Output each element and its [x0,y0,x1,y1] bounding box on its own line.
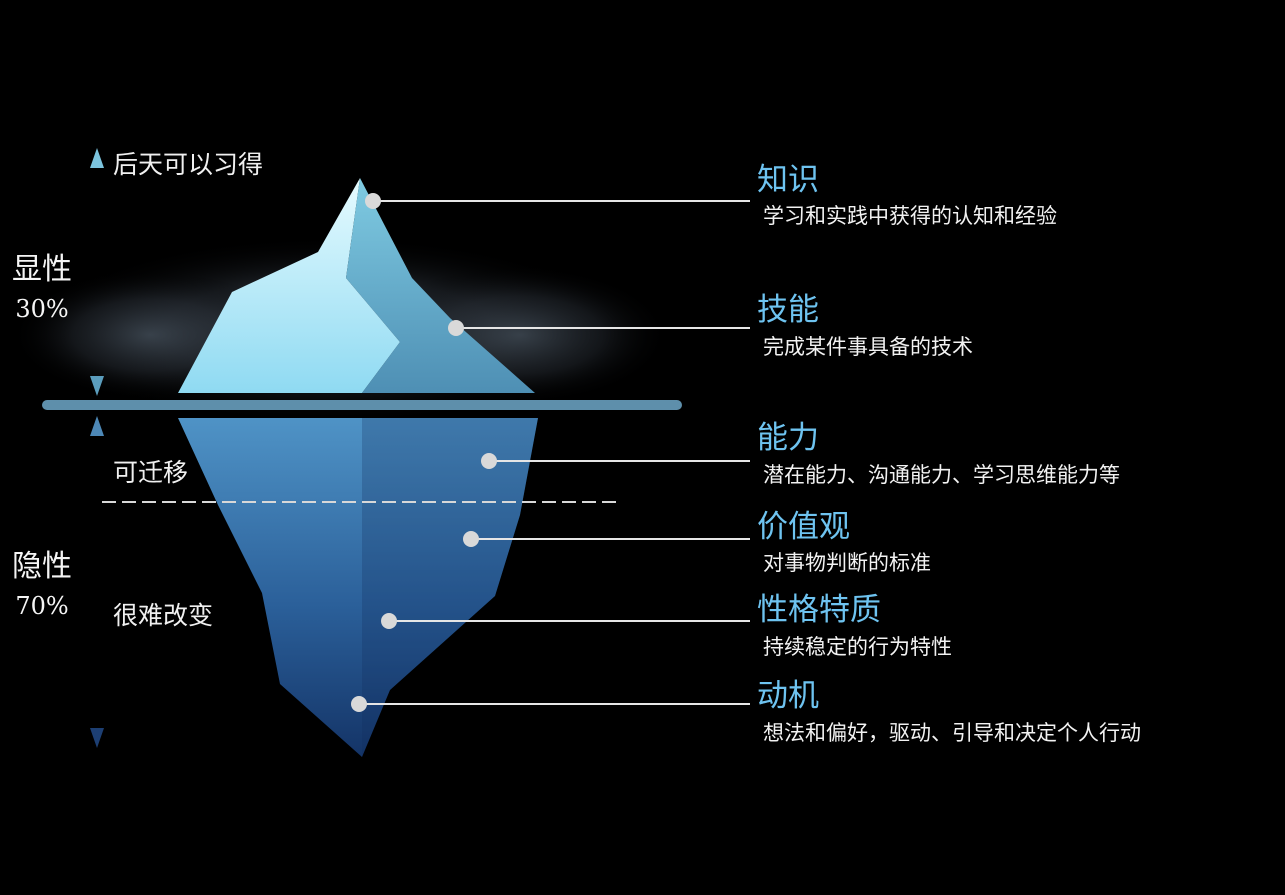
explicit-label: 显性 [12,252,72,287]
layer-title-knowledge: 知识 [757,162,819,198]
layer-desc-personality: 持续稳定的行为特性 [763,635,952,659]
implicit-label: 隐性 [12,549,72,584]
arrow-up-icon [90,148,104,168]
transferable-note: 可迁移 [113,458,189,487]
layer-title-motivation: 动机 [757,678,819,714]
layer-desc-skill: 完成某件事具备的技术 [763,335,973,359]
layer-desc-knowledge: 学习和实践中获得的认知和经验 [763,204,1057,228]
marker-dot [481,453,497,469]
layer-title-personality: 性格特质 [757,592,881,628]
layer-desc-values: 对事物判断的标准 [763,551,931,575]
arrow-up-icon [90,416,104,436]
arrow-down-icon [90,728,104,748]
implicit-percent: 70% [15,592,69,620]
marker-dot [365,193,381,209]
layer-title-skill: 技能 [757,292,819,328]
layer-title-values: 价值观 [757,509,850,545]
iceberg-tip-light [178,178,400,393]
acquired-note: 后天可以习得 [113,150,264,179]
marker-dot [448,320,464,336]
layer-desc-motivation: 想法和偏好，驱动、引导和决定个人行动 [763,721,1141,745]
explicit-percent: 30% [15,295,69,323]
iceberg-tip-shade [346,178,535,393]
hard-change-note: 很难改变 [113,601,214,630]
layer-title-ability: 能力 [757,420,819,456]
layer-desc-ability: 潜在能力、沟通能力、学习思维能力等 [763,463,1120,487]
marker-dot [463,531,479,547]
iceberg-underwater-shade [362,418,538,757]
marker-dot [351,696,367,712]
marker-dot [381,613,397,629]
arrow-down-icon [90,376,104,396]
